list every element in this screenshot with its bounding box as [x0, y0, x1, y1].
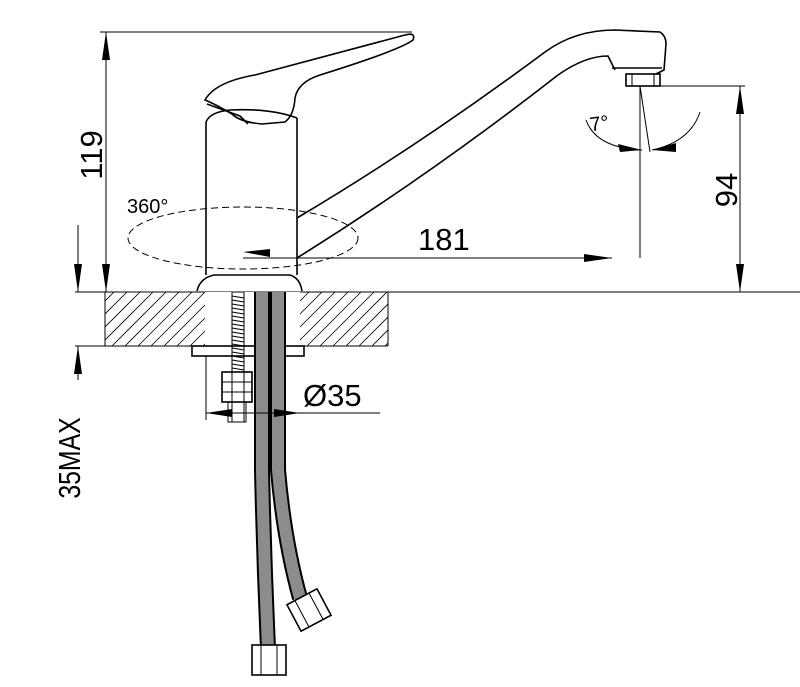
hatch-line	[138, 292, 192, 346]
hatch-line	[307, 292, 361, 346]
hatch-line	[437, 292, 491, 346]
hatch-line	[99, 292, 153, 346]
hose-fitting-long	[252, 645, 286, 675]
hatch-line	[385, 292, 439, 346]
thread-line	[232, 348, 244, 350]
hatch-line	[73, 292, 127, 346]
hatch-line	[294, 292, 348, 346]
hatch-line	[359, 292, 413, 346]
hatch-line	[333, 292, 387, 346]
hatch-line	[86, 292, 140, 346]
dimension-35max: 35MAX	[52, 225, 86, 499]
hatch-line	[320, 292, 374, 346]
rotation-360-label: 360°	[127, 196, 168, 218]
dimension-reach-181: 181	[418, 222, 470, 257]
hatch-line	[450, 292, 504, 346]
reach-181-label: 181	[418, 222, 470, 257]
hatch-line	[411, 292, 465, 346]
max-35-label: 35MAX	[52, 417, 86, 499]
supply-hoses	[252, 292, 331, 675]
hatch-line	[424, 292, 478, 346]
thread-line	[232, 352, 244, 354]
thread-line	[232, 368, 244, 370]
height-94-label: 94	[709, 173, 744, 207]
thread-line	[232, 364, 244, 366]
hatch-line	[112, 292, 166, 346]
hatch-line	[60, 292, 114, 346]
dimension-height-119: 119	[74, 32, 412, 292]
rotation-indicator	[128, 207, 612, 269]
countertop	[60, 292, 800, 346]
hatch-line	[125, 292, 179, 346]
hatch-line	[346, 292, 400, 346]
hatch-line	[398, 292, 452, 346]
tilt-7-label: 7°	[588, 112, 610, 136]
dimension-height-94: 94	[640, 86, 745, 292]
hatch-line	[372, 292, 426, 346]
height-119-label: 119	[74, 130, 109, 179]
tilt-angle-7: 7°	[586, 86, 700, 152]
diameter-35-label: Ø35	[303, 378, 362, 413]
hatch-line	[151, 292, 205, 346]
thread-line	[232, 360, 244, 362]
